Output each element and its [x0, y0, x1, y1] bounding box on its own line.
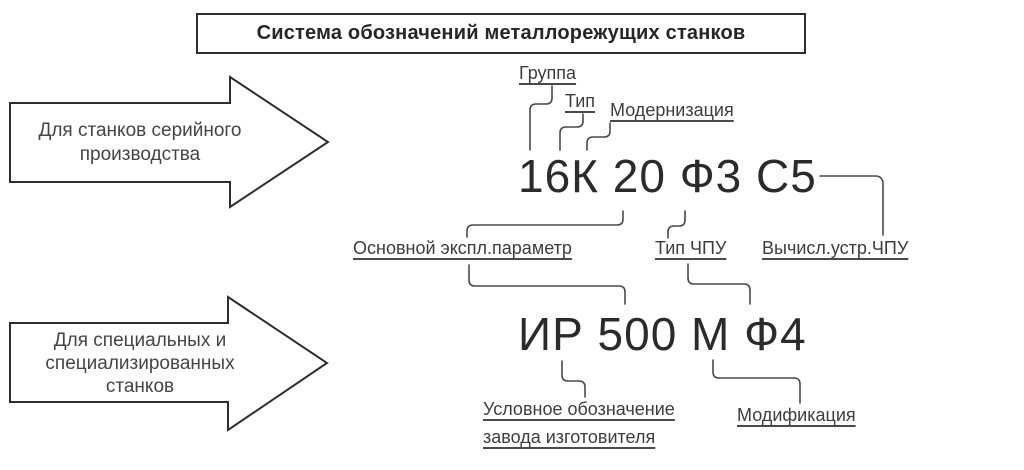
- label-modernization: Модернизация: [610, 100, 734, 120]
- serial-arrow-label: Для станков серийного производства: [38, 120, 242, 165]
- label-modification: Модификация: [737, 405, 856, 425]
- connector-factory-line: [561, 360, 586, 398]
- label-factory-line2: завода изготовителя: [483, 427, 656, 447]
- label-cnc-type: Тип ЧПУ: [655, 238, 727, 258]
- connector-type-line: [559, 113, 584, 151]
- label-factory-line1: Условное обозначение: [483, 399, 675, 419]
- label-cnc-computer: Вычисл.устр.ЧПУ: [762, 238, 909, 258]
- label-factory: Условное обозначение завода изготовителя: [483, 399, 675, 455]
- connector-cnc-type-up-line: [667, 210, 686, 239]
- special-arrow-shape: [9, 295, 329, 432]
- connector-main-param-down-line: [468, 264, 626, 305]
- connector-modernization-line: [586, 122, 611, 151]
- connector-group-line: [529, 85, 553, 151]
- title-box: Система обозначений металлорежущих станк…: [196, 13, 806, 54]
- connector-modification-line: [712, 359, 801, 404]
- connector-main-param-up-line: [466, 210, 624, 238]
- page-title: Система обозначений металлорежущих станк…: [256, 22, 746, 44]
- connector-cnc-type-down-line: [687, 263, 751, 305]
- serial-arrow-shape: [9, 75, 330, 209]
- label-main-param: Основной экспл.параметр: [353, 238, 572, 258]
- label-group: Группа: [519, 63, 577, 83]
- serial-machine-code: 16К 20 Ф3 С5: [518, 150, 817, 202]
- special-arrow-label: Для специальных и специализированных ста…: [45, 330, 235, 397]
- connector-cnc-computer-line: [819, 175, 884, 236]
- label-type: Тип: [565, 91, 596, 111]
- special-machine-code: ИР 500 М Ф4: [518, 308, 807, 360]
